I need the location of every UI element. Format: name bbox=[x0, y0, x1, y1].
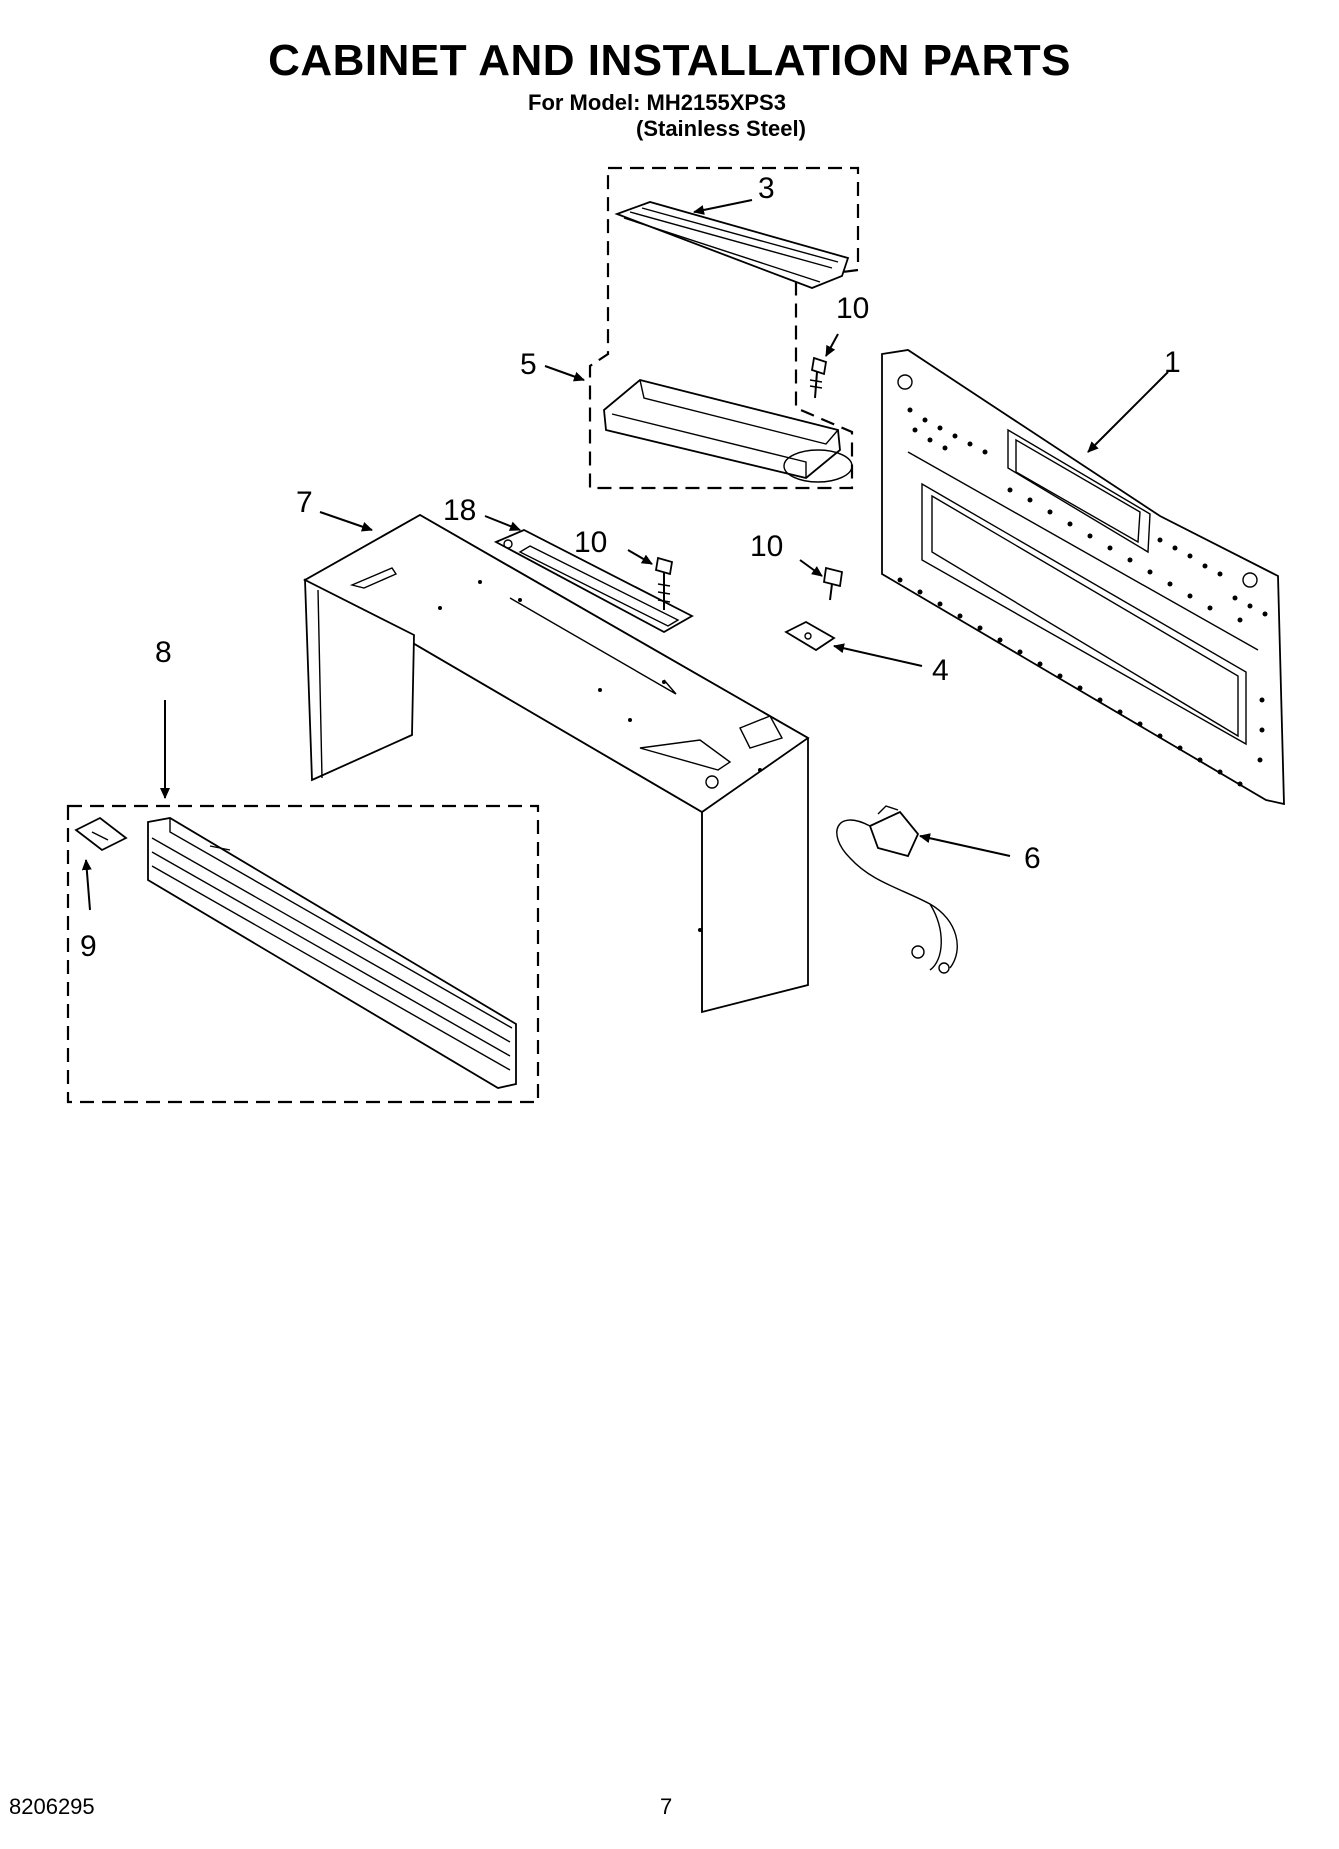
callout-6: 6 bbox=[1024, 842, 1041, 875]
part-9-clip bbox=[74, 816, 128, 852]
callout-4: 4 bbox=[932, 654, 949, 687]
part-4-clip bbox=[784, 620, 836, 652]
screw-10-right bbox=[822, 566, 844, 601]
callout-10-middle: 10 bbox=[574, 526, 607, 559]
part-6-thermal-cutout bbox=[836, 805, 958, 974]
callout-10-right: 10 bbox=[750, 530, 783, 563]
part-1-mounting-plate bbox=[881, 349, 1285, 806]
part-3-top-rail bbox=[614, 201, 850, 289]
callout-8: 8 bbox=[155, 636, 172, 669]
kit-group-box-top bbox=[588, 166, 860, 490]
callout-7: 7 bbox=[296, 486, 313, 519]
document-number: 8206295 bbox=[9, 1794, 95, 1819]
callout-18: 18 bbox=[443, 494, 476, 527]
callout-3: 3 bbox=[758, 172, 775, 205]
callout-10-top: 10 bbox=[836, 292, 869, 325]
callout-9: 9 bbox=[80, 930, 97, 963]
part-5-duct-bracket bbox=[603, 379, 853, 483]
callout-5: 5 bbox=[520, 348, 537, 381]
part-7-cabinet bbox=[303, 513, 810, 1014]
callout-1: 1 bbox=[1164, 346, 1181, 379]
page-title: CABINET AND INSTALLATION PARTS bbox=[268, 36, 1071, 85]
page-number: 7 bbox=[660, 1794, 673, 1819]
screw-10-middle bbox=[654, 556, 674, 610]
screw-10-top bbox=[809, 356, 828, 399]
kit-group-box-bottom bbox=[66, 804, 540, 1104]
model-variant: (Stainless Steel) bbox=[636, 116, 806, 141]
leader-lines bbox=[81, 199, 1169, 911]
part-18-plate bbox=[493, 529, 694, 634]
model-line: For Model: MH2155XPS3 bbox=[528, 90, 786, 115]
part-8-vent-grille bbox=[147, 817, 517, 1089]
